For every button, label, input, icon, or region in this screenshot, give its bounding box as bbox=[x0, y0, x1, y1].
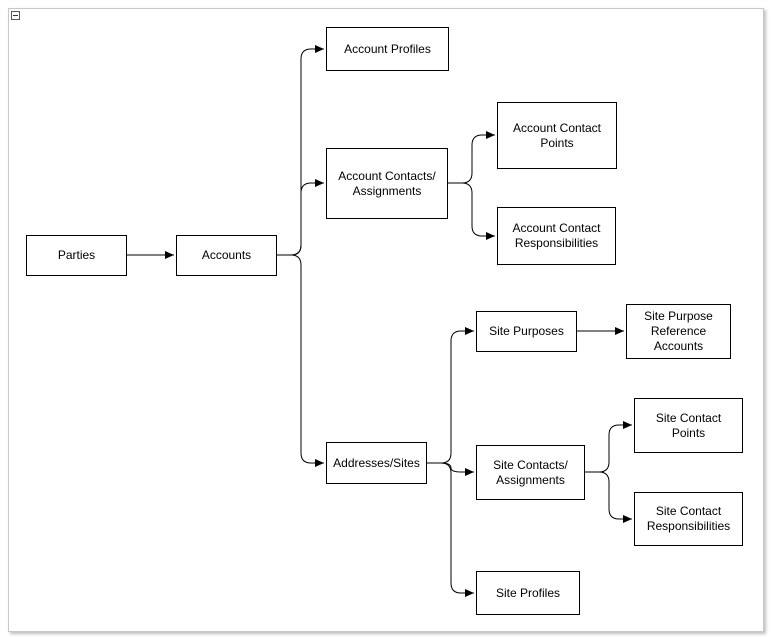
node-addresses-sites[interactable]: Addresses/Sites bbox=[326, 442, 427, 484]
node-site-profiles[interactable]: Site Profiles bbox=[476, 571, 580, 615]
edge-accounts-account-contacts bbox=[276, 179, 324, 256]
node-account-contacts-label: Account Contacts/ Assignments bbox=[338, 168, 436, 198]
node-site-contact-points[interactable]: Site Contact Points bbox=[634, 398, 743, 453]
edge-account-contacts-contact-points bbox=[446, 131, 495, 184]
edge-site-contacts-responsibilities bbox=[584, 471, 632, 523]
node-account-profiles[interactable]: Account Profiles bbox=[326, 27, 449, 71]
edge-account-contacts-responsibilities bbox=[446, 182, 495, 240]
node-account-profiles-label: Account Profiles bbox=[344, 41, 431, 56]
node-site-contacts[interactable]: Site Contacts/ Assignments bbox=[476, 445, 585, 500]
node-accounts-label: Accounts bbox=[201, 248, 252, 262]
collapse-minus-icon[interactable] bbox=[11, 11, 20, 20]
node-account-contact-responsibilities-label: Account Contact Responsibilities bbox=[512, 221, 601, 250]
node-site-contact-points-label: Site Contact Points bbox=[655, 410, 722, 440]
node-site-purpose-reference-accounts-label: Site Purpose Reference Accounts bbox=[644, 309, 713, 353]
edge-addresses-site-profiles bbox=[426, 462, 474, 597]
node-account-contact-points-label: Account Contact Points bbox=[512, 120, 602, 150]
node-site-purposes[interactable]: Site Purposes bbox=[476, 311, 577, 352]
node-parties[interactable]: Parties bbox=[26, 235, 127, 276]
node-site-profiles-label: Site Profiles bbox=[495, 585, 561, 600]
node-account-contact-responsibilities[interactable]: Account Contact Responsibilities bbox=[497, 207, 616, 265]
node-site-purpose-reference-accounts[interactable]: Site Purpose Reference Accounts bbox=[626, 304, 731, 359]
node-site-contact-responsibilities-label: Site Contact Responsibilities bbox=[646, 504, 731, 533]
edge-accounts-account-profiles bbox=[276, 45, 324, 256]
node-addresses-sites-label: Addresses/Sites bbox=[333, 455, 420, 470]
edge-site-contacts-contact-points bbox=[584, 421, 632, 473]
edge-addresses-site-purposes bbox=[426, 327, 474, 464]
node-account-contacts[interactable]: Account Contacts/ Assignments bbox=[326, 148, 448, 219]
node-site-purposes-label: Site Purposes bbox=[489, 324, 564, 338]
node-accounts[interactable]: Accounts bbox=[176, 235, 277, 276]
node-account-contact-points[interactable]: Account Contact Points bbox=[497, 102, 617, 169]
node-site-contact-responsibilities[interactable]: Site Contact Responsibilities bbox=[634, 492, 743, 546]
edge-accounts-addresses-sites bbox=[276, 254, 324, 467]
node-site-contacts-label: Site Contacts/ Assignments bbox=[493, 457, 568, 487]
node-parties-label: Parties bbox=[57, 248, 96, 262]
